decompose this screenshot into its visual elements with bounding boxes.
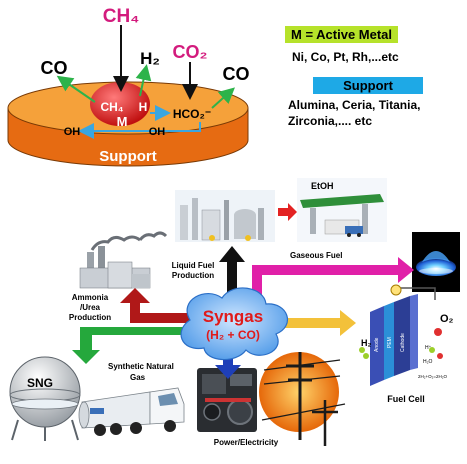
fc-h2-label: H₂: [361, 338, 372, 348]
arrow-to-liquid-fuel: [219, 246, 245, 305]
sng-tank-icon: [9, 356, 81, 441]
liquid-fuel-label-2: Production: [172, 271, 214, 280]
oh-return-arrow: [78, 122, 201, 139]
red-arrow-to-etoh: [278, 203, 297, 221]
ch4-on-metal: CH₄: [100, 100, 123, 114]
sng-label-1: Synthetic Natural: [108, 362, 174, 371]
arrow-to-fuel-cell: [275, 310, 356, 336]
h2-label: H₂: [140, 49, 160, 68]
liquid-fuel-plant-icon: [175, 190, 275, 242]
oh-right-label: OH: [149, 126, 166, 138]
fc-hplus-label: H⁺: [425, 345, 432, 351]
fc-cathode-label: Cathode: [400, 333, 406, 352]
fc-pem-label: PEM: [387, 337, 393, 348]
active-metal-examples: Ni, Co, Pt, Rh,...etc: [292, 50, 399, 64]
arrow-to-sng: [72, 327, 192, 364]
gas-flame-icon: [412, 232, 460, 292]
etoh-station-icon: [297, 178, 387, 242]
engine-generator-icon: [197, 368, 257, 432]
co-left-label: CO: [41, 58, 68, 78]
hco2-label: HCO₂⁻: [173, 107, 211, 121]
syngas-title: Syngas: [203, 307, 263, 326]
fuel-cell-icon: [359, 284, 443, 386]
ammonia-label-1: Ammonia: [72, 293, 109, 302]
fc-o2-label: O₂: [440, 313, 454, 325]
ammonia-plant-icon: [79, 231, 168, 289]
co-right-arrow: [211, 87, 235, 109]
support-examples-line2: Zirconia,.... etc: [288, 114, 373, 128]
metal-symbol: M: [117, 114, 128, 129]
power-lines-icon: [259, 352, 346, 446]
ch4-label: CH₄: [103, 6, 140, 27]
support-title: Support: [313, 77, 423, 94]
arrow-to-ammonia: [120, 288, 190, 323]
fc-h2o-label: H₂O: [423, 359, 433, 365]
h2-arrow: [135, 64, 152, 97]
ammonia-label-2: /Urea: [80, 303, 101, 312]
syngas-cloud: [180, 287, 288, 361]
ammonia-label-3: Production: [69, 313, 111, 322]
co-left-arrow: [56, 75, 96, 103]
arrow-to-power: [215, 345, 241, 379]
support-examples-line1: Alumina, Ceria, Titania,: [288, 98, 421, 112]
etoh-label: EtOH: [311, 181, 334, 191]
sng-label-2: Gas: [130, 373, 146, 382]
gaseous-fuel-label: Gaseous Fuel: [290, 251, 342, 260]
fuel-cell-label: Fuel Cell: [387, 394, 425, 404]
h-on-metal: H: [139, 100, 148, 114]
support-label: Support: [99, 148, 157, 165]
power-label: Power/Electricity: [214, 438, 279, 447]
sng-tank-label: SNG: [27, 376, 53, 390]
liquid-fuel-label-1: Liquid Fuel: [172, 261, 215, 270]
active-metal-title: M = Active Metal: [285, 26, 399, 43]
co-right-label: CO: [223, 64, 250, 84]
oh-left-label: OH: [64, 126, 81, 138]
metal-particle: [90, 82, 150, 126]
syngas-formula: (H₂ + CO): [206, 328, 260, 342]
arrow-to-gaseous-fuel: [252, 257, 414, 305]
co2-label: CO₂: [173, 42, 208, 62]
fc-reaction-label: 2H₂+O₂=2H₂O: [418, 374, 448, 379]
fc-anode-label: Anode: [374, 337, 380, 352]
tanker-truck-icon: [78, 387, 185, 436]
